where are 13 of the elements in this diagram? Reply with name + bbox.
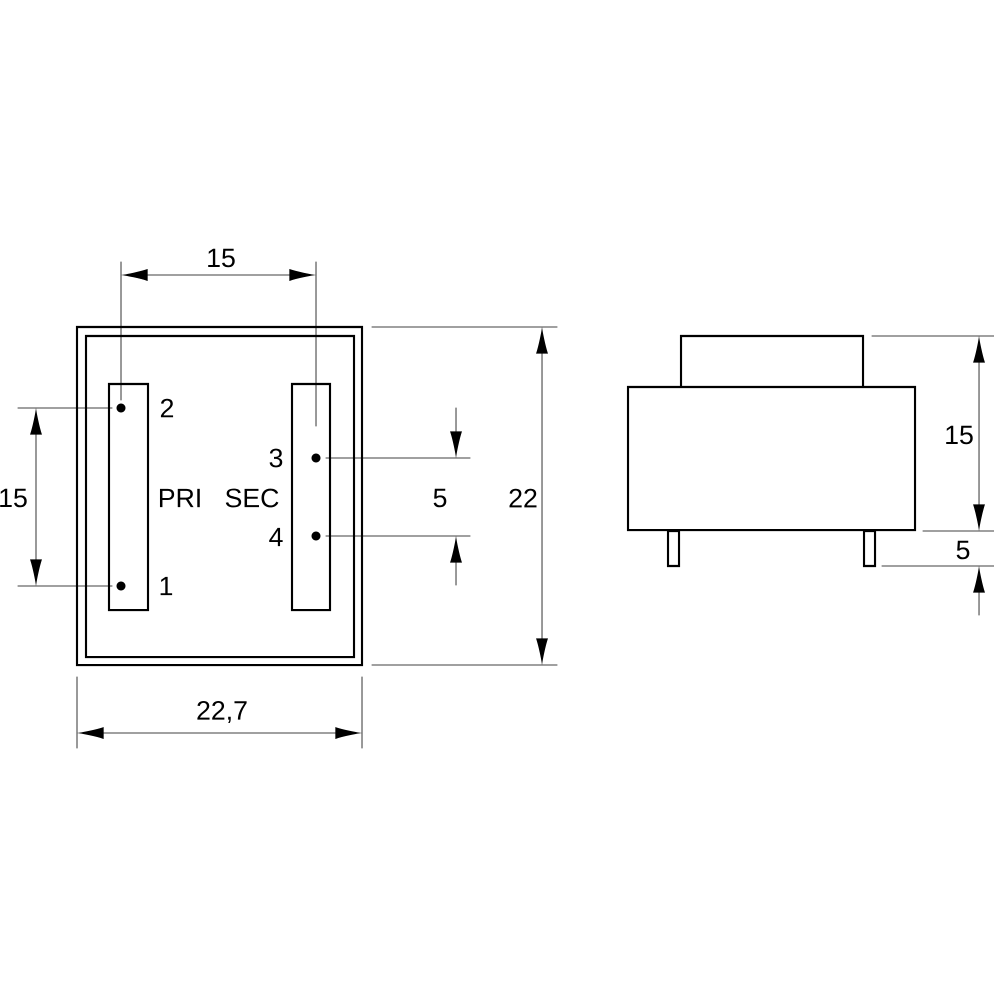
dimension-label: 5 xyxy=(434,488,446,508)
dimension-label: 15 xyxy=(208,248,235,268)
dimension-label: 15 xyxy=(946,426,973,444)
pin-number: 4 xyxy=(269,528,283,546)
dimension-label: 15 xyxy=(0,488,27,508)
pin-number: 3 xyxy=(270,448,282,468)
dimension-label: 22 xyxy=(510,488,536,508)
dimension-label: 22,7 xyxy=(197,701,247,724)
winding-label: PRI xyxy=(160,488,200,508)
winding-label: SEC xyxy=(226,488,278,508)
pin-number: 1 xyxy=(160,576,172,596)
dimension-label: 5 xyxy=(956,540,970,560)
pin-number: 2 xyxy=(160,398,174,418)
